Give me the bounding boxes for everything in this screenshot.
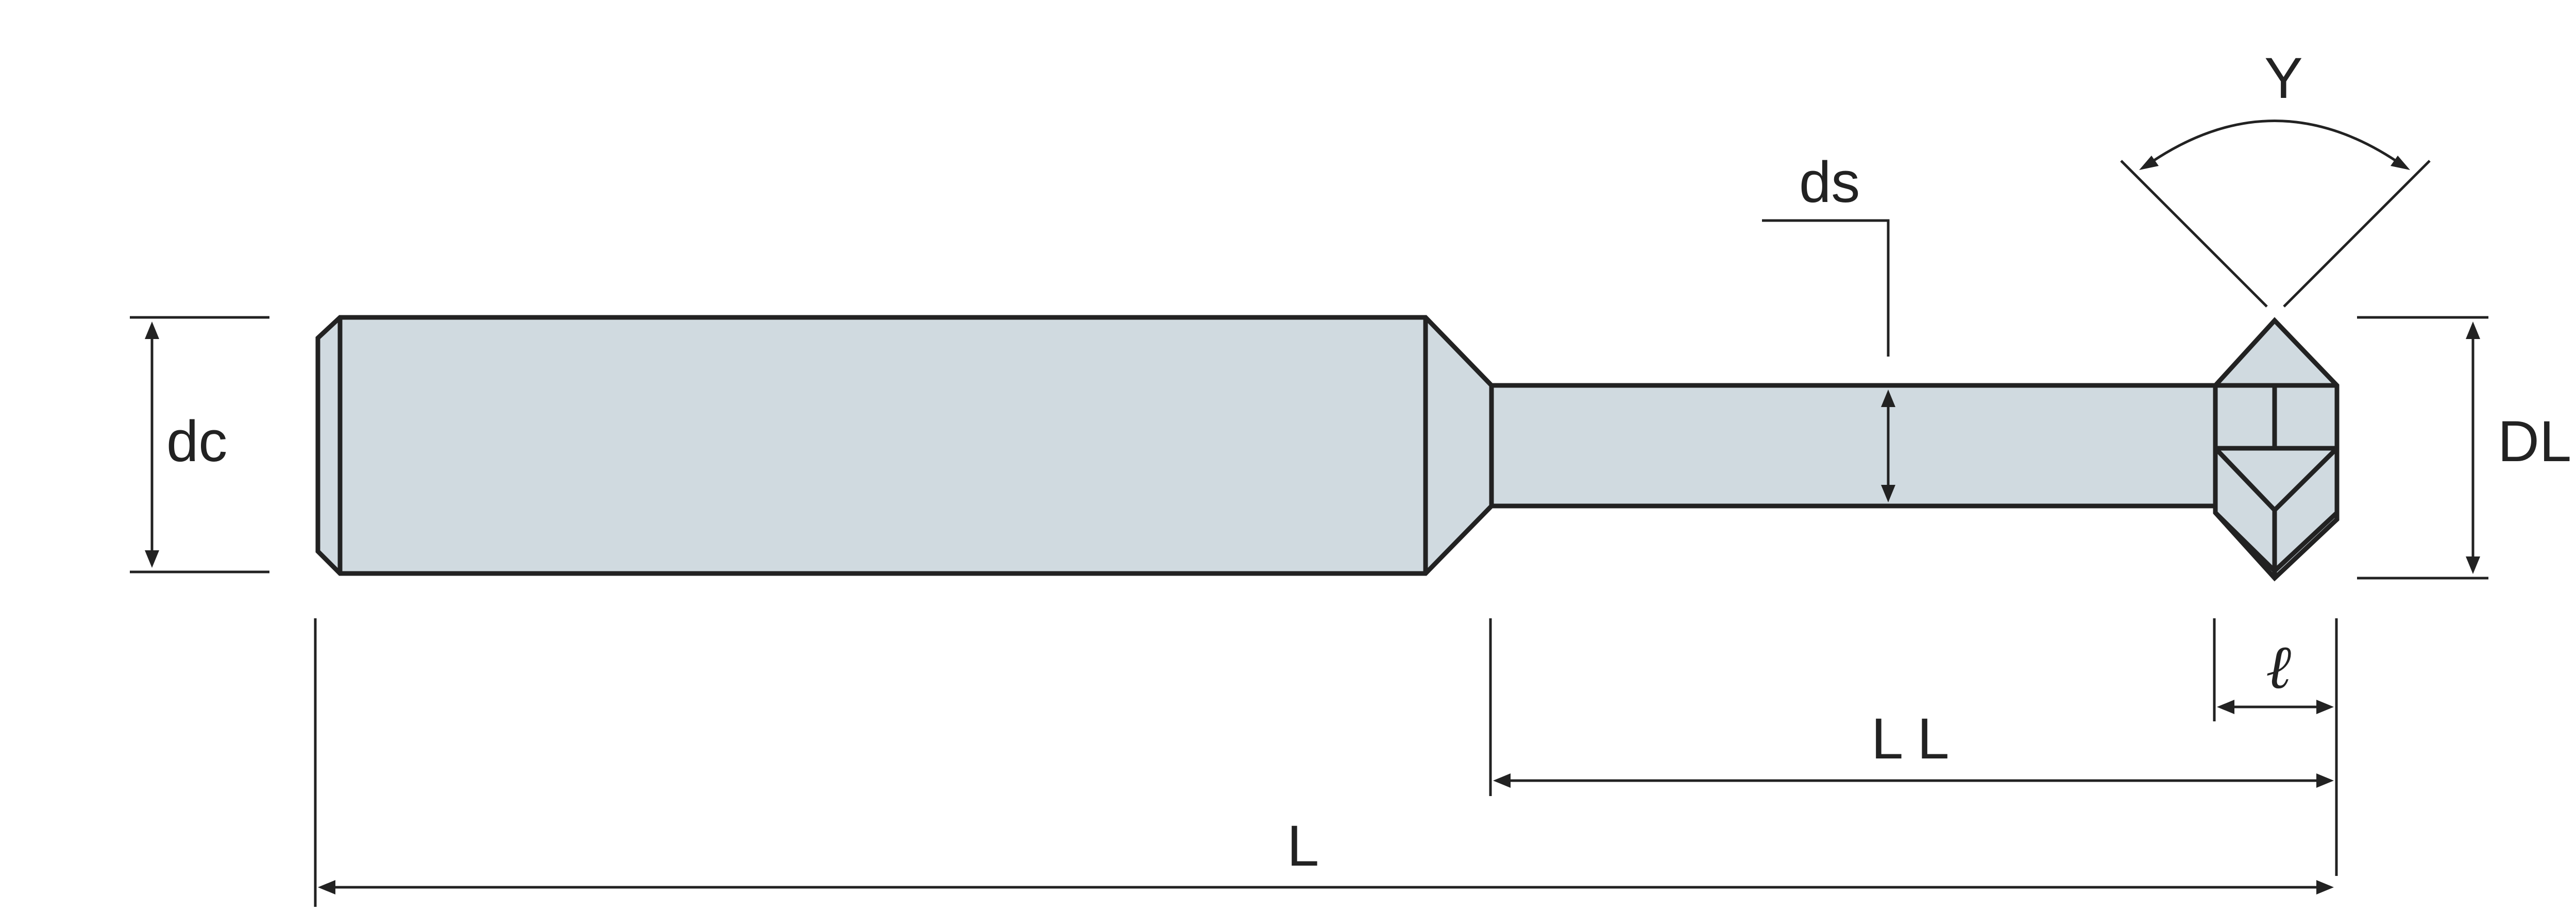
dim-ds: ds <box>1762 150 1895 502</box>
label-l: ℓ <box>2266 634 2291 701</box>
shank <box>315 315 1494 576</box>
label-ds: ds <box>1799 150 1860 214</box>
label-dc: dc <box>166 409 227 474</box>
label-L: L <box>1287 814 1319 878</box>
neck <box>1489 383 2218 509</box>
dim-l: ℓ <box>2213 618 2338 876</box>
tool-body <box>315 315 2340 582</box>
label-angle: Y <box>2264 46 2303 110</box>
dim-angle: Y <box>2120 46 2431 308</box>
dim-DL: DL <box>2357 316 2571 580</box>
label-DL: DL <box>2498 409 2571 474</box>
dim-LL: L L <box>1489 618 2334 796</box>
dim-L: L <box>314 618 2334 907</box>
dim-dc: dc <box>130 316 269 573</box>
label-LL: L L <box>1871 706 1950 771</box>
cutting-head <box>2213 317 2340 582</box>
